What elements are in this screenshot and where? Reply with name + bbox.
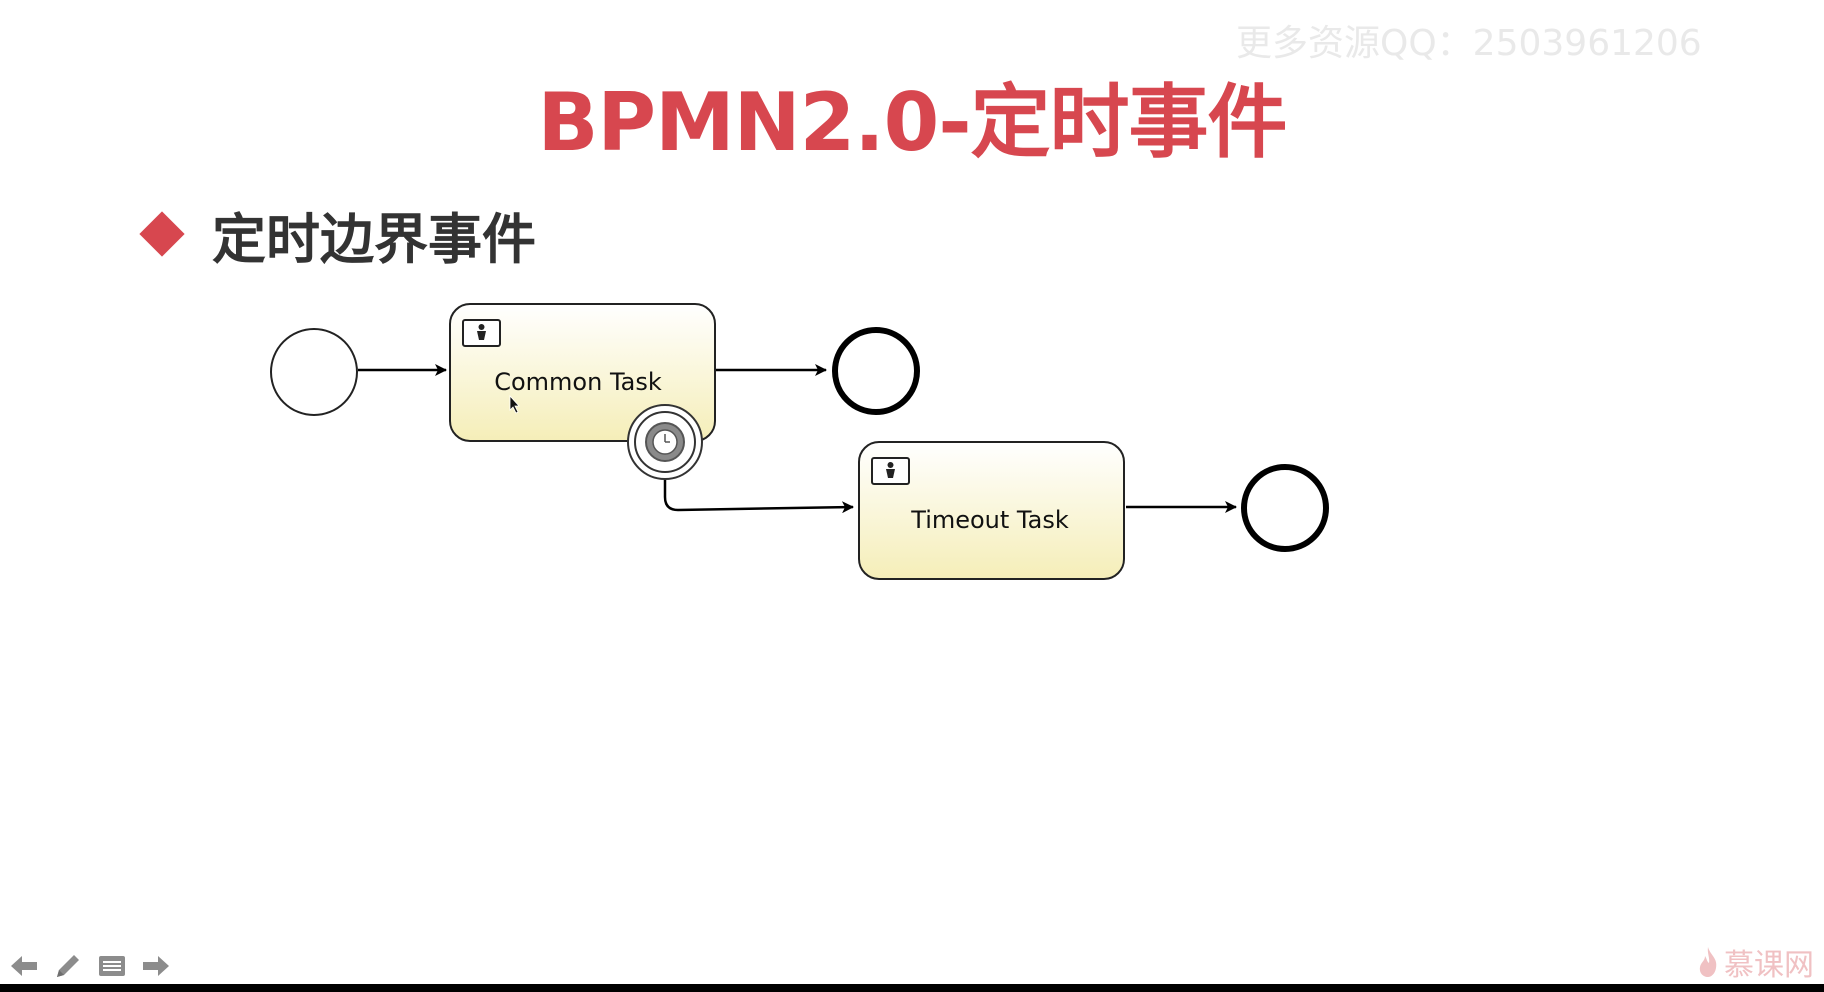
brand-logo: 慕课网	[1696, 942, 1814, 983]
flame-icon	[1699, 947, 1717, 977]
slide-toolbar	[6, 946, 174, 986]
timeout-task[interactable]: Timeout Task	[858, 441, 1125, 580]
arrow-right-icon	[143, 956, 169, 976]
end-event-timeout[interactable]	[1241, 464, 1329, 552]
common-task[interactable]: Common Task	[449, 303, 716, 442]
common-task-label: Common Task	[494, 368, 662, 396]
next-slide-button[interactable]	[138, 948, 174, 984]
start-event[interactable]	[270, 328, 358, 416]
end-event-common[interactable]	[832, 327, 920, 415]
user-task-icon	[871, 457, 910, 485]
brand-name: 慕课网	[1724, 948, 1814, 983]
pen-tool-button[interactable]	[50, 948, 86, 984]
bullet-text: 定时边界事件	[212, 207, 536, 271]
mouse-cursor-icon	[509, 394, 520, 414]
arrow-left-icon	[11, 956, 37, 976]
watermark-text: 更多资源QQ：2503961206	[1236, 23, 1702, 64]
timeout-task-label: Timeout Task	[910, 506, 1069, 534]
bottom-bar	[0, 984, 1824, 992]
flow-timer-to-timeout	[663, 480, 854, 514]
slide-menu-button[interactable]	[94, 948, 130, 984]
timer-boundary-event[interactable]	[627, 404, 703, 480]
menu-icon	[99, 956, 125, 976]
prev-slide-button[interactable]	[6, 948, 42, 984]
pen-icon	[57, 955, 79, 977]
bullet-item: 定时边界事件	[139, 204, 536, 271]
user-task-icon	[462, 319, 501, 347]
slide-title: BPMN2.0-定时事件	[537, 76, 1287, 169]
clock-icon	[645, 422, 685, 462]
